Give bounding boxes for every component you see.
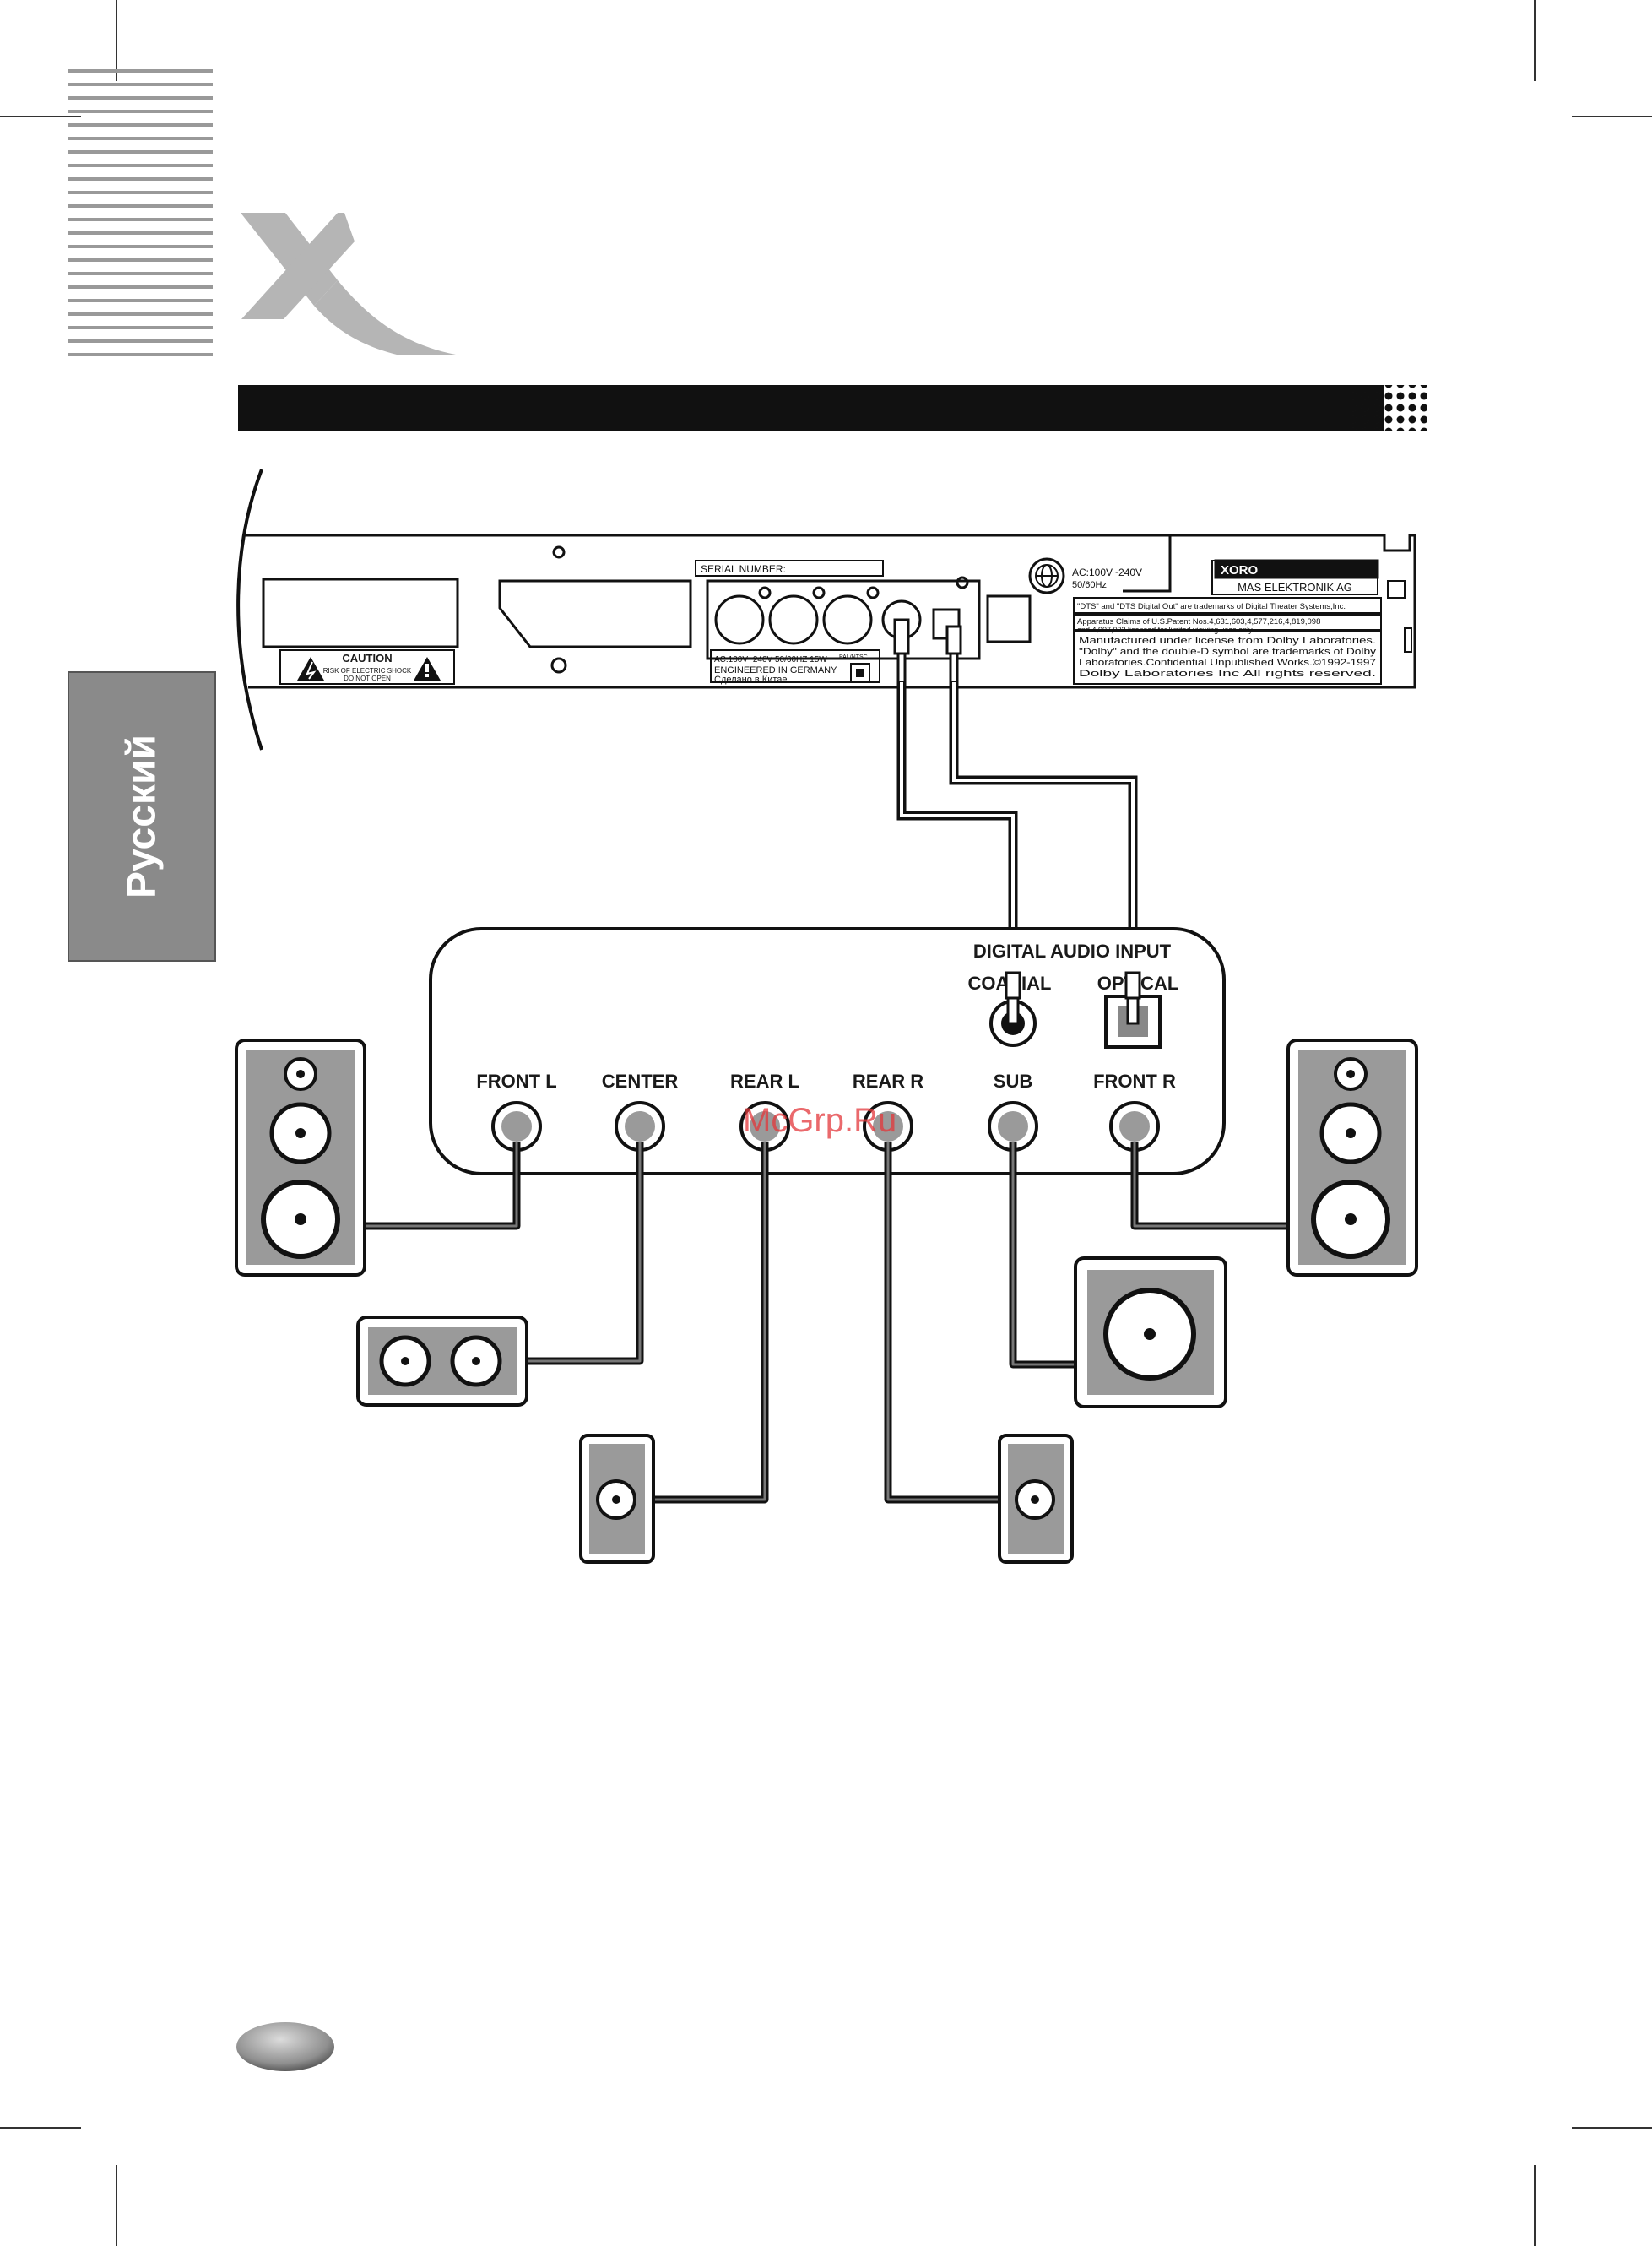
rear-panel	[236, 469, 1416, 751]
warning-triangle-icon	[297, 657, 324, 681]
patent-line1: Apparatus Claims of U.S.Patent Nos.4,631…	[1077, 617, 1320, 627]
optical-cable	[952, 682, 1135, 973]
dolby-line1: Manufactured under license from Dolby La…	[1079, 636, 1376, 646]
speaker-center	[356, 1316, 528, 1407]
jack-front-l	[491, 1101, 542, 1152]
decor-stripes	[68, 69, 213, 356]
coaxial-cable	[900, 682, 1015, 973]
dts-note: "DTS" and "DTS Digital Out" are trademar…	[1077, 602, 1346, 611]
company-name: MAS ELEKTRONIK AG	[1238, 581, 1352, 594]
channel-label-center: CENTER	[602, 1071, 679, 1092]
jack-sub	[988, 1101, 1038, 1152]
power-line2: 50/60Hz	[1072, 580, 1107, 590]
jack-rear-r	[863, 1101, 913, 1152]
speaker-rear-right	[998, 1434, 1074, 1564]
channel-label-front-l: FRONT L	[476, 1071, 556, 1092]
dolby-line4: Dolby Laboratories Inc All rights reserv…	[1079, 669, 1376, 679]
dolby-line2: "Dolby" and the double-D symbol are trad…	[1079, 647, 1377, 657]
x-logo	[241, 213, 456, 355]
jack-rear-l	[739, 1101, 790, 1152]
channel-label-rear-l: REAR L	[730, 1071, 799, 1092]
coaxial-input-plug	[1005, 971, 1021, 1025]
pal-ntsc-label: PAL/NTSC	[839, 654, 868, 660]
coaxial-plug	[893, 618, 910, 684]
language-tab[interactable]: Русский	[68, 671, 216, 962]
speaker-subwoofer	[1074, 1256, 1227, 1408]
brand-logo: XORO	[1221, 563, 1259, 578]
region-globe-icon	[1035, 564, 1059, 588]
speaker-front-left	[235, 1039, 366, 1277]
made-in-text: Сделано в Китае	[714, 675, 788, 685]
speaker-front-right	[1286, 1039, 1418, 1277]
speaker-cables	[365, 1142, 1288, 1504]
rating-line: AC:100V~240V 50/60HZ 15W	[714, 655, 827, 665]
language-tab-label: Русский	[119, 735, 165, 898]
dolby-line3: Laboratories.Confidential Unpublished Wo…	[1079, 658, 1376, 668]
caution-line1: RISK OF ELECTRIC SHOCK	[323, 667, 412, 675]
channel-label-sub: SUB	[994, 1071, 1032, 1092]
optical-plug	[945, 625, 962, 684]
channel-label-rear-r: REAR R	[853, 1071, 923, 1092]
engineered-text: ENGINEERED IN GERMANY	[714, 665, 837, 675]
serial-label: SERIAL NUMBER:	[701, 563, 786, 575]
jack-center	[615, 1101, 665, 1152]
warning-triangle-icon	[414, 657, 441, 681]
channel-label-front-r: FRONT R	[1093, 1071, 1176, 1092]
power-line1: AC:100V~240V	[1072, 567, 1142, 578]
speaker-rear-left	[579, 1434, 655, 1564]
watermark: McGrp.Ru	[743, 1102, 897, 1139]
page-number-badge	[236, 2022, 334, 2071]
caution-title: CAUTION	[342, 652, 392, 665]
digital-input-title: DIGITAL AUDIO INPUT	[973, 941, 1172, 962]
header-bar	[238, 385, 1427, 431]
optical-input-plug	[1124, 971, 1141, 1025]
patent-line2: and 4,907,093 licensed for limited viewi…	[1077, 626, 1254, 634]
caution-line2: DO NOT OPEN	[344, 675, 391, 682]
